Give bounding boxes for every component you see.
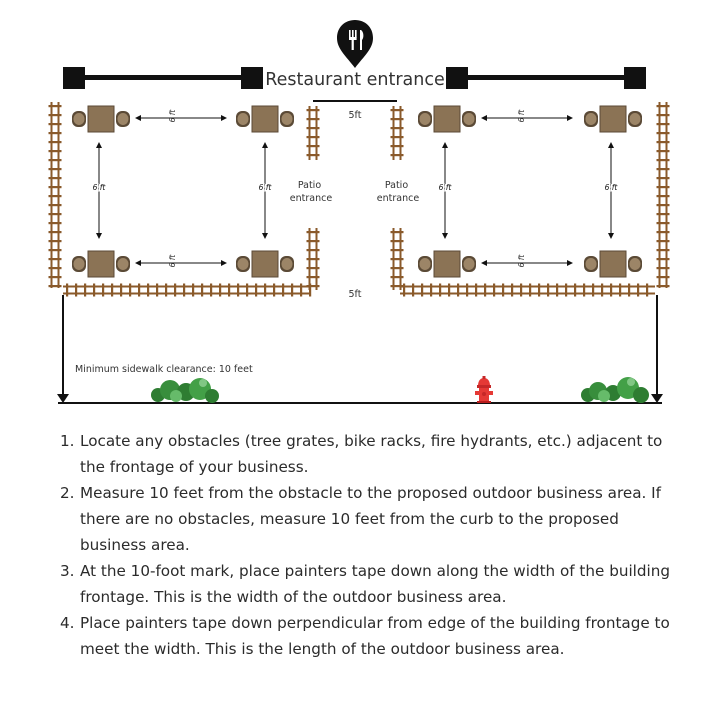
entrance-label: Restaurant entrance xyxy=(265,70,445,90)
chair-seat xyxy=(418,112,432,126)
gap-top-label: 5ft xyxy=(349,110,362,121)
dimension-labels: 6 ft 6 ft 6 ft 6 ft 6 ft 6 ft 6 ft 6 ft xyxy=(91,109,620,268)
svg-text:6 ft: 6 ft xyxy=(605,183,619,192)
step-number: 2. xyxy=(60,484,75,502)
step-text: At the 10-foot mark, place painters tape… xyxy=(80,562,671,606)
entrance-bar xyxy=(63,67,646,89)
clearance-lines xyxy=(58,295,662,404)
clearance-arrow-right xyxy=(651,394,663,403)
table xyxy=(87,250,115,278)
table xyxy=(251,105,279,133)
chair-seat xyxy=(236,257,250,271)
chair-seat xyxy=(584,257,598,271)
table xyxy=(599,105,627,133)
svg-text:6 ft: 6 ft xyxy=(259,183,273,192)
instruction-step: 1. Locate any obstacles (tree grates, bik… xyxy=(60,428,680,480)
table-with-chairs xyxy=(584,105,642,133)
table-with-chairs xyxy=(584,250,642,278)
chair-seat xyxy=(280,112,294,126)
fence-vertical xyxy=(656,102,670,288)
instruction-step: 3. At the 10-foot mark, place painters ta… xyxy=(60,558,680,610)
wooden-fence xyxy=(48,102,670,297)
step-text: Locate any obstacles (tree grates, bike … xyxy=(80,432,663,476)
fence-vertical xyxy=(48,102,62,288)
table xyxy=(251,250,279,278)
fence-horizontal xyxy=(400,283,655,297)
patio-diagram: Restaurant entrance 5ft 5ft Patio entran… xyxy=(48,20,670,404)
instructions-list: 1. Locate any obstacles (tree grates, bik… xyxy=(60,428,680,662)
table xyxy=(87,105,115,133)
step-text: Measure 10 feet from the obstacle to the… xyxy=(80,484,661,554)
chair-seat xyxy=(628,257,642,271)
step-number: 1. xyxy=(60,432,75,450)
chair-seat xyxy=(628,112,642,126)
chair-seat xyxy=(584,112,598,126)
fence-vertical xyxy=(306,228,320,290)
table-with-chairs xyxy=(236,105,294,133)
step-text: Place painters tape down perpendicular f… xyxy=(80,614,670,658)
table-with-chairs xyxy=(418,250,476,278)
chair-seat xyxy=(462,257,476,271)
step-number: 4. xyxy=(60,614,75,632)
gap-bottom-label: 5ft xyxy=(349,289,362,300)
fence-vertical xyxy=(390,228,404,290)
svg-text:6 ft: 6 ft xyxy=(517,254,526,268)
left-patio-entrance-label: Patio entrance xyxy=(290,180,333,204)
bush-icon xyxy=(151,378,219,403)
step-number: 3. xyxy=(60,562,75,580)
chair-seat xyxy=(72,112,86,126)
chair-seat xyxy=(236,112,250,126)
svg-text:6 ft: 6 ft xyxy=(439,183,453,192)
fence-vertical xyxy=(306,106,320,160)
table-with-chairs xyxy=(72,105,130,133)
fork-knife-icon xyxy=(337,20,373,68)
table-with-chairs xyxy=(236,250,294,278)
dimension-arrows xyxy=(96,115,614,266)
chair-seat xyxy=(116,257,130,271)
table xyxy=(599,250,627,278)
svg-text:6 ft: 6 ft xyxy=(93,183,107,192)
fire-hydrant-icon xyxy=(475,376,493,403)
table xyxy=(433,250,461,278)
fence-vertical xyxy=(390,106,404,160)
instruction-step: 2. Measure 10 feet from the obstacle to t… xyxy=(60,480,680,558)
chair-seat xyxy=(462,112,476,126)
svg-text:6 ft: 6 ft xyxy=(168,109,177,123)
chair-seat xyxy=(280,257,294,271)
clearance-label: Minimum sidewalk clearance: 10 feet xyxy=(75,364,253,375)
clearance-arrow-left xyxy=(57,394,69,403)
svg-text:6 ft: 6 ft xyxy=(168,254,177,268)
right-patio-entrance-label: Patio entrance xyxy=(377,180,420,204)
table-group xyxy=(72,105,642,278)
table-with-chairs xyxy=(72,250,130,278)
chair-seat xyxy=(116,112,130,126)
bush-icon xyxy=(581,377,649,403)
fence-horizontal xyxy=(63,283,312,297)
table-with-chairs xyxy=(418,105,476,133)
chair-seat xyxy=(72,257,86,271)
table xyxy=(433,105,461,133)
chair-seat xyxy=(418,257,432,271)
svg-text:6 ft: 6 ft xyxy=(517,109,526,123)
instruction-step: 4. Place painters tape down perpendicular… xyxy=(60,610,680,662)
